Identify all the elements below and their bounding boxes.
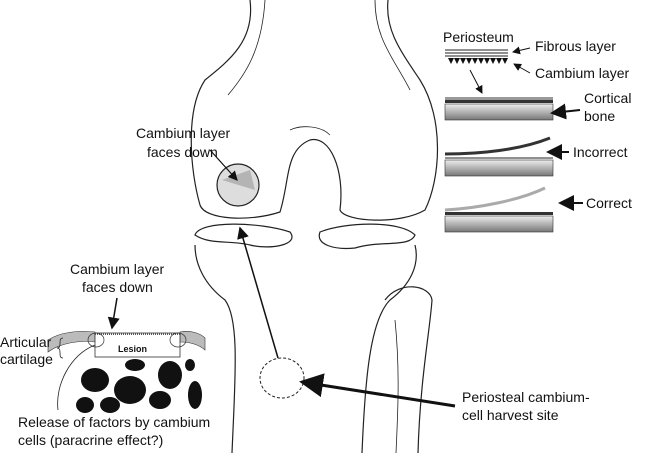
periosteum-layers-icon bbox=[445, 49, 508, 64]
cambium-arrow bbox=[513, 63, 531, 74]
patch-pointer-arrow bbox=[209, 149, 238, 181]
fibrous-arrow bbox=[512, 46, 531, 55]
transfer-arrow bbox=[237, 226, 279, 359]
periosteal-patch bbox=[216, 163, 260, 207]
inset-arrow bbox=[107, 297, 120, 330]
release-label-line1: Release of factors by cambium bbox=[18, 414, 210, 430]
harvest-site-arrow bbox=[299, 373, 456, 408]
harvest-site-outline bbox=[259, 357, 305, 399]
cortical-label-line2: bone bbox=[584, 108, 615, 124]
patch-note-line2: faces down bbox=[147, 144, 218, 160]
cartilage-brace-icon bbox=[56, 337, 64, 359]
harvest-label-line2: cell harvest site bbox=[462, 407, 559, 423]
harvest-label-line1: Periosteal cambium- bbox=[462, 389, 590, 405]
correct-label: Correct bbox=[586, 195, 632, 211]
inset-note-line1: Cambium layer bbox=[70, 261, 164, 277]
lesion-label: Lesion bbox=[118, 344, 147, 354]
tibia-drawing bbox=[194, 223, 433, 453]
articular-label-line1: Articular bbox=[0, 334, 52, 350]
femur-drawing bbox=[190, 0, 439, 221]
patch-note-line1: Cambium layer bbox=[136, 125, 230, 141]
cortical-arrow bbox=[550, 103, 581, 120]
cortical-bone-incorrect bbox=[444, 136, 554, 177]
fibrous-layer-label: Fibrous layer bbox=[535, 38, 616, 54]
layer-arrow bbox=[469, 69, 483, 94]
articular-label-line2: cartilage bbox=[0, 351, 53, 367]
release-label-line2: cells (paracrine effect?) bbox=[18, 432, 163, 448]
inset-note-line2: faces down bbox=[82, 279, 153, 295]
cortical-bone-correct-orientation bbox=[444, 97, 554, 121]
lesion-inset bbox=[47, 330, 206, 413]
cambium-layer-label: Cambium layer bbox=[535, 65, 629, 81]
cortical-bone-correct bbox=[444, 186, 554, 233]
periosteum-label: Periosteum bbox=[443, 29, 514, 45]
cortical-label-line1: Cortical bbox=[584, 90, 631, 106]
incorrect-label: Incorrect bbox=[573, 144, 628, 160]
